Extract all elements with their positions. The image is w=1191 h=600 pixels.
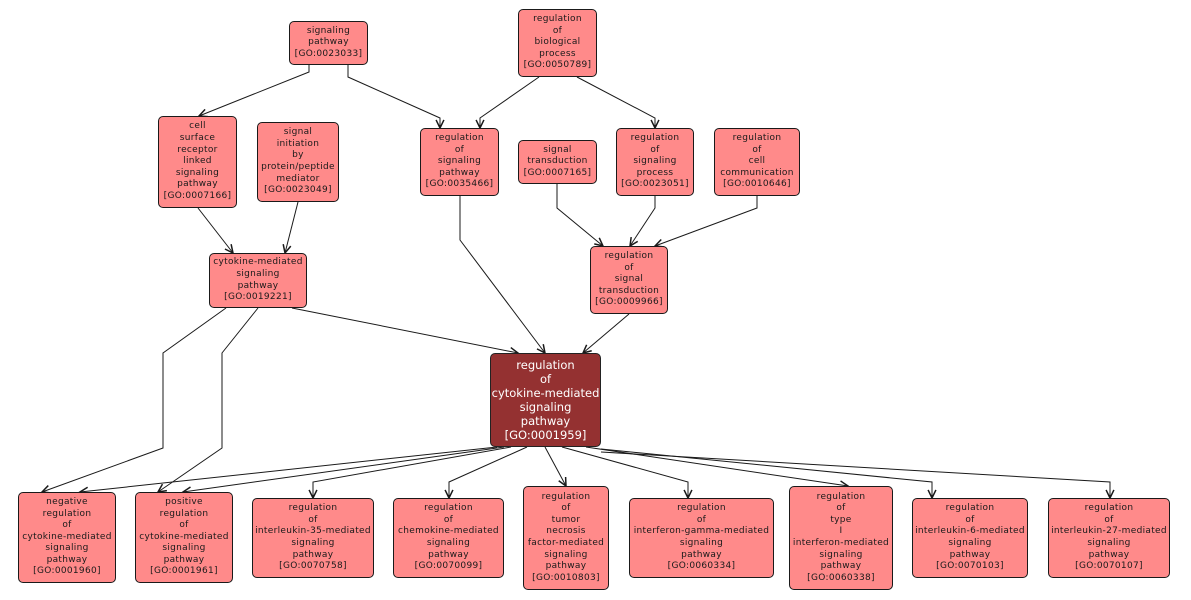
go-term-node-go-0010803[interactable]: regulation of tumor necrosis factor-medi… [523, 486, 609, 590]
edge-line [157, 307, 259, 493]
edge-line [629, 196, 656, 247]
node-label: positive regulation of cytokine-mediated… [139, 496, 229, 577]
edge-go-0035466-to-go-0001959 [459, 196, 547, 355]
node-label: regulation of signaling process [GO:0023… [621, 133, 689, 190]
node-label: signal transduction [GO:0007165] [523, 144, 592, 178]
edge-line [182, 446, 505, 493]
edge-go-0023033-to-go-0035466 [347, 65, 445, 130]
edge-go-0023049-to-go-0019221 [282, 201, 299, 255]
edge-line [459, 196, 546, 354]
edge-line [41, 307, 227, 493]
go-term-node-go-0023033[interactable]: signaling pathway [GO:0023033] [289, 21, 368, 65]
edge-line [479, 76, 540, 128]
node-label: regulation of interleukin-35-mediated si… [255, 503, 371, 572]
edge-line [561, 446, 689, 498]
go-term-node-go-0023049[interactable]: signal initiation by protein/peptide med… [257, 122, 339, 202]
go-term-node-go-0010646[interactable]: regulation of cell communication [GO:001… [714, 128, 800, 196]
node-label: regulation of biological process [GO:005… [523, 14, 592, 71]
go-term-node-go-0007165[interactable]: signal transduction [GO:0007165] [518, 140, 597, 184]
node-label: regulation of cell communication [GO:001… [720, 133, 794, 190]
edge-go-0001959-to-go-0001961 [181, 446, 505, 496]
node-label: regulation of tumor necrosis factor-medi… [527, 491, 605, 583]
go-term-node-go-0035466[interactable]: regulation of signaling pathway [GO:0035… [420, 128, 499, 196]
edge-go-0007165-to-go-0009966 [556, 184, 605, 248]
go-term-node-go-0060338[interactable]: regulation of type I interferon-mediated… [789, 486, 893, 590]
edge-line [556, 184, 604, 247]
edge-go-0010646-to-go-0009966 [653, 196, 758, 248]
node-label: regulation of interleukin-27-mediated si… [1051, 503, 1167, 572]
arrowhead-icon [536, 344, 547, 355]
go-term-node-go-0070107[interactable]: regulation of interleukin-27-mediated si… [1048, 498, 1170, 578]
edge-line [576, 76, 656, 128]
node-label: regulation of interferon-gamma-mediated … [633, 503, 770, 572]
edge-go-0001959-to-go-0070099 [444, 446, 528, 500]
edge-go-0001959-to-go-0010803 [544, 446, 567, 488]
edge-go-0050789-to-go-0023051 [576, 76, 660, 130]
node-label: signaling pathway [GO:0023033] [294, 25, 363, 59]
edge-go-0001959-to-go-0070758 [308, 446, 512, 500]
go-term-node-go-0009966[interactable]: regulation of signal transduction [GO:00… [590, 246, 668, 314]
edge-line [654, 196, 758, 247]
node-label: regulation of type I interferon-mediated… [792, 491, 890, 583]
go-term-node-go-0019221[interactable]: cytokine-mediated signaling pathway [GO:… [209, 253, 307, 308]
edge-go-0009966-to-go-0001959 [581, 313, 630, 355]
focus-node-go-0001959[interactable]: regulation of cytokine-mediated signalin… [490, 353, 601, 447]
edge-go-0007166-to-go-0019221 [197, 207, 235, 255]
edge-line [600, 451, 1111, 498]
node-label: signal initiation by protein/peptide med… [261, 127, 335, 196]
node-label: regulation of signaling pathway [GO:0035… [425, 133, 494, 190]
edge-line [582, 313, 630, 354]
go-term-node-go-0070099[interactable]: regulation of chemokine-mediated signali… [393, 498, 504, 578]
go-term-node-go-0060334[interactable]: regulation of interferon-gamma-mediated … [629, 498, 774, 578]
edge-go-0019221-to-go-0001960 [40, 307, 227, 494]
edge-line [448, 446, 528, 498]
edge-line [284, 201, 299, 254]
edge-go-0001959-to-go-0001960 [78, 446, 498, 496]
edge-line [291, 307, 519, 354]
edge-line [79, 446, 498, 493]
node-label: regulation of chemokine-mediated signali… [398, 503, 499, 572]
go-term-node-go-0070758[interactable]: regulation of interleukin-35-mediated si… [252, 498, 374, 578]
edge-go-0023033-to-go-0007166 [197, 65, 310, 118]
arrowhead-icon [156, 483, 168, 493]
edge-line [312, 446, 512, 498]
arrowhead-icon [629, 236, 639, 248]
edge-go-0023051-to-go-0009966 [629, 196, 656, 248]
edge-go-0019221-to-go-0001959 [291, 307, 520, 356]
node-label: regulation of cytokine-mediated signalin… [491, 358, 600, 442]
node-label: negative regulation of cytokine-mediated… [22, 496, 112, 577]
edge-line [198, 65, 310, 117]
edge-go-0019221-to-go-0001961 [156, 307, 259, 493]
go-term-node-go-0070103[interactable]: regulation of interleukin-6-mediated sig… [912, 498, 1028, 578]
edge-line [197, 207, 234, 254]
node-label: regulation of interleukin-6-mediated sig… [915, 503, 1025, 572]
node-label: cytokine-mediated signaling pathway [GO:… [213, 257, 303, 303]
go-term-node-go-0001961[interactable]: positive regulation of cytokine-mediated… [135, 492, 233, 583]
edge-line [600, 448, 933, 498]
edge-line [347, 65, 441, 128]
node-label: regulation of signal transduction [GO:00… [595, 251, 663, 308]
go-term-node-go-0007166[interactable]: cell surface receptor linked signaling p… [158, 116, 237, 208]
node-label: cell surface receptor linked signaling p… [163, 121, 232, 201]
edge-line [585, 446, 849, 487]
go-term-node-go-0023051[interactable]: regulation of signaling process [GO:0023… [616, 128, 694, 196]
go-term-node-go-0001960[interactable]: negative regulation of cytokine-mediated… [18, 492, 116, 583]
go-term-node-go-0050789[interactable]: regulation of biological process [GO:005… [518, 9, 597, 77]
edge-go-0050789-to-go-0035466 [475, 76, 540, 130]
edge-line [544, 446, 567, 487]
